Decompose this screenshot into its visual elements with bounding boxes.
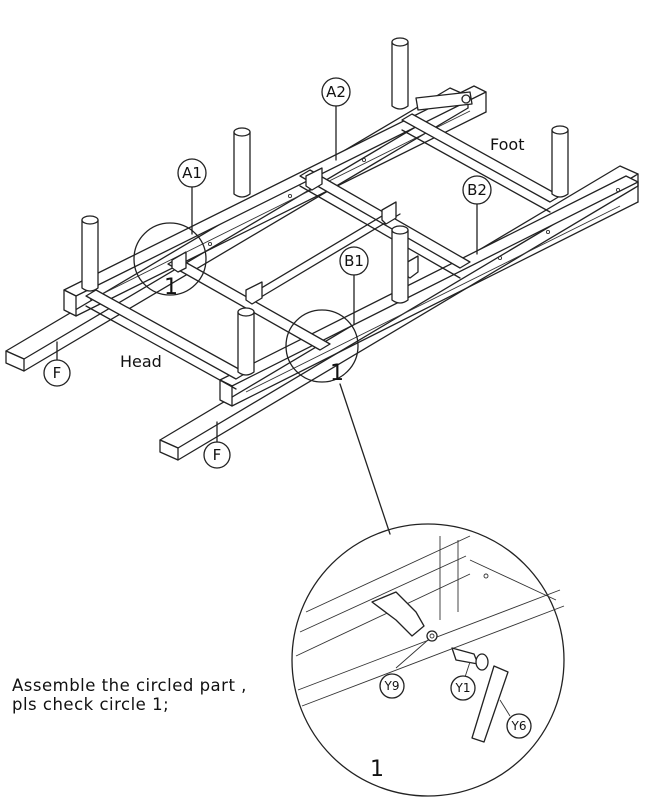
frame-holes [207,157,621,261]
vertical-posts [81,37,569,376]
svg-text:A2: A2 [326,83,346,101]
center-spine [247,209,401,301]
part-tag-y1: Y1 [450,675,476,701]
circle-1-middle-marker: 1 [285,309,359,386]
circle-1-left-marker: 1 [133,222,207,300]
svg-text:F: F [53,364,62,382]
svg-text:Y9: Y9 [384,679,400,693]
svg-text:A1: A1 [182,164,202,182]
instruction-text: Assemble the circled part , pls check ci… [12,676,247,714]
circle-1-left-number: 1 [164,275,178,300]
detail-leader-line [339,383,391,535]
foot-label: Foot [490,135,524,154]
circle-1-middle-number: 1 [330,361,344,386]
instruction-line-1: Assemble the circled part , [12,676,247,695]
head-label: Head [120,352,162,371]
part-tag-b2: B2 [462,175,492,255]
svg-text:F: F [213,446,222,464]
part-tag-a2: A2 [321,77,351,161]
part-tag-f-front: F [203,421,231,469]
instruction-line-2: pls check circle 1; [12,695,170,714]
detail-circle-number: 1 [370,757,384,782]
part-tag-a1: A1 [177,158,207,235]
part-tag-y6: Y6 [506,713,532,739]
part-tag-y9: Y9 [379,673,405,699]
part-tag-f-left: F [43,341,71,387]
svg-text:B1: B1 [344,252,364,270]
brackets [171,167,419,305]
detail-circle: 1 [291,523,565,797]
svg-text:Y6: Y6 [511,719,527,733]
svg-text:Y1: Y1 [455,681,471,695]
part-tag-b1: B1 [339,246,369,325]
svg-text:B2: B2 [467,181,487,199]
side-frame-a [63,85,487,317]
foot-bracket [415,91,473,111]
